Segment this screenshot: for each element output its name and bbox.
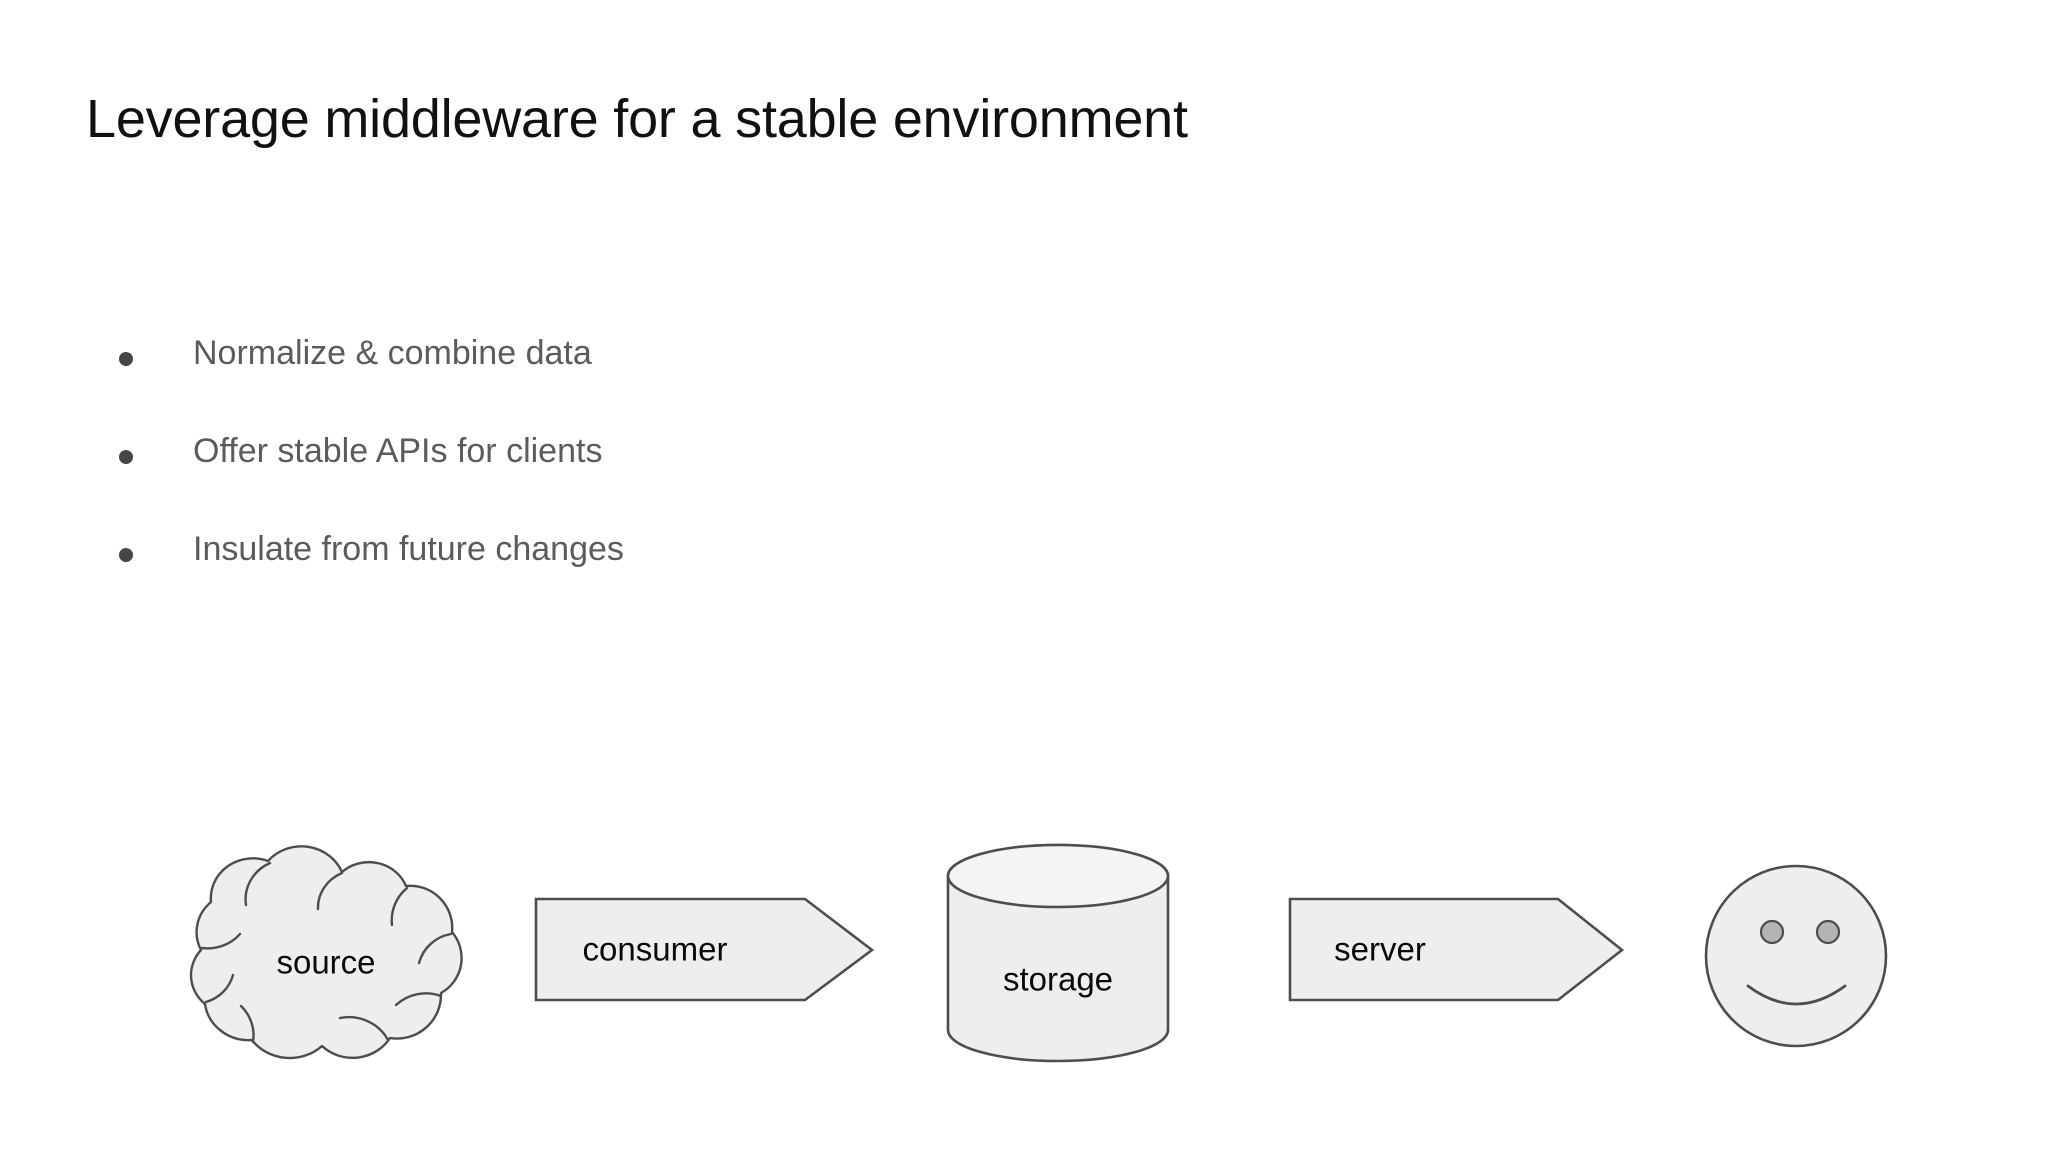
- page-title: Leverage middleware for a stable environ…: [86, 89, 1188, 149]
- diagram-node-source: source: [189, 845, 463, 1060]
- list-item-label: Normalize & combine data: [193, 334, 592, 372]
- diagram-node-consumer: consumer: [534, 897, 875, 1002]
- bullet-dot-icon: [119, 548, 133, 562]
- arrow-right-icon: [1288, 897, 1625, 1002]
- cloud-inner-arcs: [200, 861, 453, 1044]
- smiley-eye-right-icon: [1815, 919, 1841, 945]
- bullet-list: Normalize & combine data Offer stable AP…: [110, 330, 1210, 624]
- cylinder-top-ellipse: [946, 843, 1170, 909]
- list-item: Insulate from future changes: [110, 526, 1210, 624]
- diagram-node-storage: storage: [946, 843, 1170, 1063]
- smiley-face-icon: [1704, 864, 1888, 1048]
- diagram-node-label-storage: storage: [1003, 961, 1113, 998]
- list-item: Normalize & combine data: [110, 330, 1210, 428]
- diagram-node-label-server: server: [1334, 931, 1426, 968]
- diagram-node-label-source: source: [276, 944, 375, 981]
- cloud-icon: [189, 845, 463, 1060]
- smiley-eye-left-icon: [1759, 919, 1785, 945]
- smiley-mouth-icon: [1746, 984, 1847, 1006]
- diagram-node-label-consumer: consumer: [583, 931, 728, 968]
- diagram-node-client: [1704, 864, 1888, 1048]
- list-item-label: Insulate from future changes: [193, 530, 624, 568]
- list-item-label: Offer stable APIs for clients: [193, 432, 603, 470]
- diagram-node-server: server: [1288, 897, 1625, 1002]
- bullet-dot-icon: [119, 450, 133, 464]
- list-item: Offer stable APIs for clients: [110, 428, 1210, 526]
- database-cylinder-icon: [946, 843, 1170, 1063]
- arrow-right-icon: [534, 897, 875, 1002]
- bullet-dot-icon: [119, 352, 133, 366]
